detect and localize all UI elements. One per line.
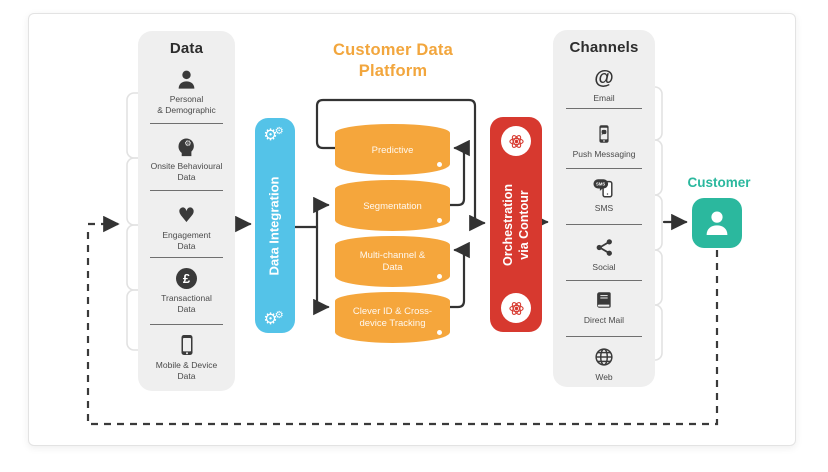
heart-icon: ♥ [177,203,196,227]
gears-icon: ⚙⚙ [263,125,284,144]
data-item-behavioural: ⚙ Onsite Behavioural Data [138,134,235,183]
atom-icon [501,126,531,156]
person-icon [138,67,235,91]
channel-web: Web [553,345,655,383]
channels-panel-title: Channels [569,39,639,56]
channel-label: SMS [594,203,614,213]
customer-person-icon [706,211,728,235]
channel-label: Web [595,372,613,382]
channel-label: Direct Mail [583,315,625,325]
feedback-loop-dashed [86,228,719,426]
data-item-label: Onsite Behavioural Data [150,161,223,183]
layer-segmentation: Segmentation [335,180,450,231]
divider [566,280,642,281]
orchestration-bar: Orchestration via Contour [490,117,542,332]
layer-multichannel: Multi-channel & Data [335,236,450,287]
data-panel: Data Personal & Demographic ⚙ Onsite Beh… [138,31,235,391]
data-item-mobile: Mobile & Device Data [138,333,235,382]
arrow-platform-to-orchestration [315,98,486,232]
arrow-cleverid-to-multichannel [444,241,470,309]
behavioural-head-icon: ⚙ [138,134,235,158]
channel-direct-mail: Direct Mail [553,288,655,326]
cdp-title: Customer Data Platform [333,41,453,81]
data-integration-bar: ⚙⚙ Data Integration ⚙⚙ [255,118,295,333]
arrow-segmentation-to-predictive [444,139,470,207]
divider [150,324,223,325]
channel-label: Social [592,262,616,272]
email-at-icon: @ [594,67,614,89]
data-panel-title: Data [169,40,204,57]
bullet-dot [437,330,442,335]
svg-text:⚙: ⚙ [184,137,191,147]
arrow-to-segmentation [313,196,330,229]
share-icon [553,235,655,259]
divider [566,336,642,337]
push-messaging-icon [553,122,655,146]
divider [150,123,223,124]
channel-email: @ Email [553,66,655,104]
bullet-dot [437,218,442,223]
channel-social: Social [553,235,655,273]
data-item-label: Personal & Demographic [157,94,216,116]
layer-predictive: Predictive [335,124,450,175]
channel-sms: SMS SMS [553,176,655,214]
channel-label: Push Messaging [572,149,636,159]
mobile-icon [138,333,235,357]
svg-text:SMS: SMS [596,182,605,187]
bullet-dot [437,274,442,279]
data-item-label: Engagement Data [162,230,211,252]
customer-box [692,198,742,248]
channels-panel: Channels @ Email Push Messaging SMS SMS … [553,30,655,387]
divider [566,108,642,109]
arrow-to-clever-id [313,225,330,316]
data-item-engagement: ♥ Engagement Data [138,203,235,252]
divider [150,257,223,258]
data-item-personal: Personal & Demographic [138,67,235,116]
customer-label: Customer [687,175,751,190]
data-item-label: Transactional Data [161,293,212,315]
direct-mail-icon [553,288,655,312]
layer-clever-id: Clever ID & Cross- device Tracking [335,292,450,343]
bullet-dot [437,162,442,167]
divider [566,224,642,225]
gears-icon: ⚙⚙ [263,309,284,328]
globe-icon [553,345,655,369]
channel-push: Push Messaging [553,122,655,160]
data-item-label: Mobile & Device Data [155,360,218,382]
divider [566,168,642,169]
divider [150,190,223,191]
data-item-transactional: £ Transactional Data [138,266,235,315]
integration-bar-label: Data Integration [266,176,282,275]
sms-icon: SMS [553,176,655,200]
atom-icon [501,293,531,323]
cdp-cylinder-stack: Predictive Segmentation Multi-channel & … [335,115,450,355]
channel-label: Email [593,93,615,103]
pound-icon: £ [176,267,197,289]
